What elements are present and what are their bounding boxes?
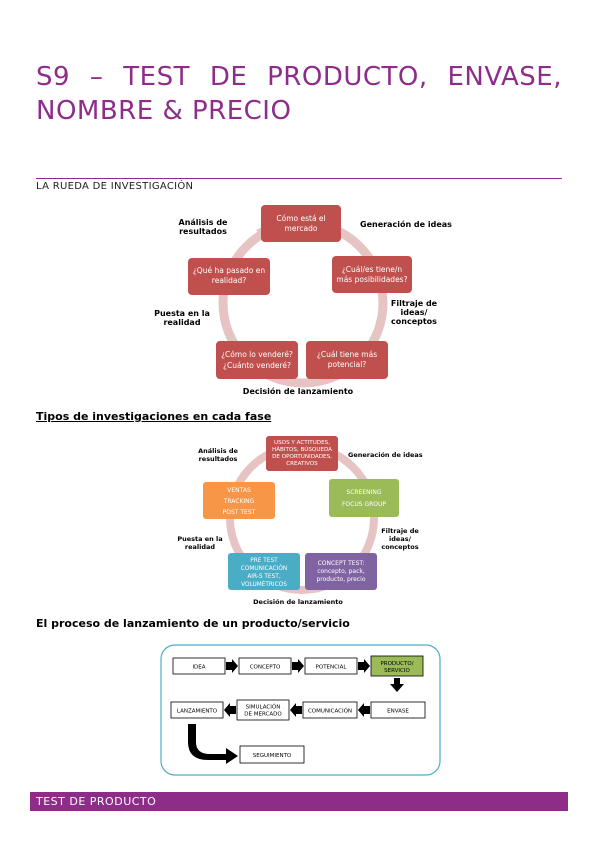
wheel-arrowhead	[256, 222, 272, 240]
step-seguimiento: SEGUIMIENTO	[253, 753, 292, 759]
arrow-left-icon	[358, 703, 370, 717]
step-producto-box	[370, 655, 424, 677]
step-concepto: CONCEPTO	[250, 665, 281, 671]
wheel1-box-vendere: ¿Cómo lo venderé?¿Cuánto venderé?	[216, 341, 298, 379]
step-concepto-box	[238, 657, 292, 675]
proceso-heading: El proceso de lanzamiento de un producto…	[36, 617, 350, 630]
wheel1-label-decision: Decisión de lanzamiento	[243, 386, 354, 396]
step-comunicacion-box	[302, 701, 358, 719]
wheel2-ring	[226, 442, 378, 594]
step-envase-box	[370, 701, 426, 719]
arrow-icon	[292, 659, 304, 673]
step-lanzamiento-box	[170, 701, 224, 719]
footer-section-bar: TEST DE PRODUCTO	[30, 792, 568, 811]
wheel2-box-bottom-right: CONCEPT TEST:concepto, pack,producto, pr…	[305, 553, 377, 590]
section-divider	[36, 178, 562, 179]
step-producto: PRODUCTO/SERVICIO	[380, 661, 413, 674]
arrow-icon	[226, 659, 238, 673]
wheel2-box-bottom-right-text: CONCEPT TEST:concepto, pack,producto, pr…	[316, 560, 365, 583]
page-title: S9 – TEST DE PRODUCTO, ENVASE, NOMBRE & …	[36, 62, 562, 126]
wheel1-box-vendere-text: ¿Cómo lo venderé?¿Cuánto venderé?	[221, 350, 293, 370]
tipos-heading: Tipos de investigaciones en cada fase	[36, 410, 272, 423]
section-heading: LA RUEDA DE INVESTIGACIÓN	[36, 181, 194, 192]
arrow-icon	[358, 659, 370, 673]
arrow-left-icon	[224, 703, 236, 717]
wheel2-label-decision: Decisión de lanzamiento	[253, 598, 343, 606]
arrow-down-icon	[390, 678, 404, 692]
step-potencial-box	[304, 657, 358, 675]
step-comunicacion: COMUNICACIÓN	[308, 708, 352, 715]
step-potencial: POTENCIAL	[316, 665, 348, 671]
step-simulacion-box	[236, 699, 290, 721]
step-lanzamiento: LANZAMIENTO	[177, 709, 218, 715]
step-seguimiento-box	[239, 745, 305, 764]
step-idea: IDEA	[192, 665, 205, 671]
process-frame	[160, 644, 441, 776]
step-idea-box	[172, 657, 226, 675]
arrow-left-icon	[290, 703, 302, 717]
step-envase: ENVASE	[387, 709, 409, 715]
wheel1-label-generacion: Generación de ideas	[360, 219, 452, 229]
wheel2-label-generacion: Generación de ideas	[348, 451, 423, 459]
wheel-ring	[218, 218, 388, 388]
curved-arrow-icon	[188, 724, 238, 764]
